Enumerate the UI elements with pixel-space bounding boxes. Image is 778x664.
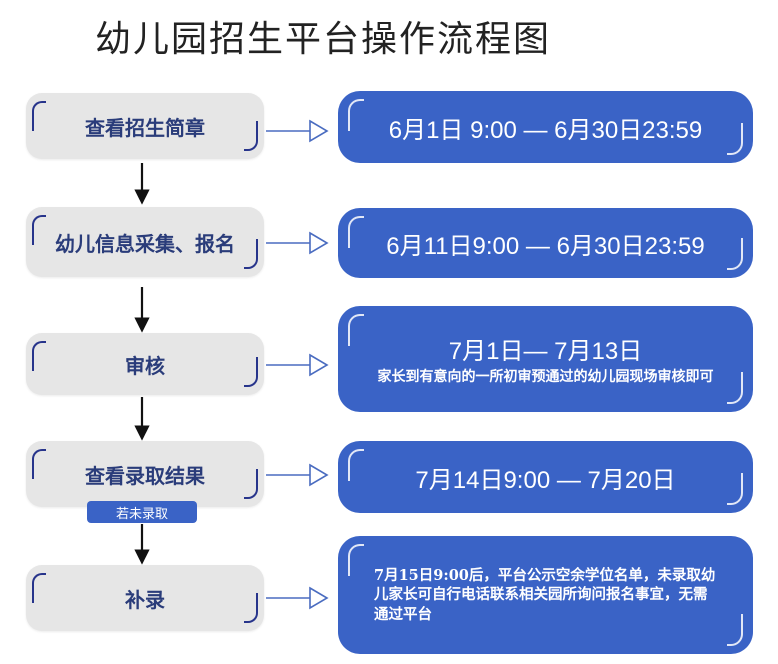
step-review[interactable]: 审核 [26, 333, 264, 395]
right-arrow-3 [266, 353, 329, 377]
bracket-decoration [348, 314, 364, 346]
bracket-decoration [348, 99, 364, 131]
time-range: 7月14日9:00 — 7月20日 [415, 466, 676, 494]
supplementary-note: 7月15日9:00后，平台公示空余学位名单，未录取幼儿家长可自行电话联系相关园所… [374, 566, 716, 623]
time-range: 6月11日9:00 — 6月30日23:59 [386, 232, 705, 260]
bracket-decoration [348, 449, 364, 481]
step-label: 补录 [125, 587, 165, 612]
right-arrow-2 [266, 231, 329, 255]
bracket-decoration [244, 239, 258, 269]
right-arrow-1 [266, 119, 329, 143]
step-view-admission-result[interactable]: 查看录取结果 [26, 441, 264, 507]
step-label: 审核 [125, 353, 165, 378]
bracket-decoration [348, 544, 364, 576]
bracket-decoration [244, 593, 258, 623]
bracket-decoration [32, 215, 46, 245]
review-note: 家长到有意向的一所初审预通过的幼儿园现场审核即可 [377, 369, 714, 386]
bracket-decoration [244, 121, 258, 151]
info-box-2: 6月11日9:00 — 6月30日23:59 [338, 208, 753, 278]
branch-label-not-admitted: 若未录取 [87, 501, 197, 523]
time-range: 7月1日— 7月13日 [448, 338, 643, 366]
page-title: 幼儿园招生平台操作流程图 [95, 19, 552, 60]
bracket-decoration [32, 573, 46, 603]
step-label: 幼儿信息采集、报名 [55, 231, 235, 256]
info-box-3: 7月1日— 7月13日 家长到有意向的一所初审预通过的幼儿园现场审核即可 [338, 306, 753, 412]
bracket-decoration [32, 449, 46, 479]
bracket-decoration [727, 123, 743, 155]
bracket-decoration [727, 473, 743, 505]
info-box-1: 6月1日 9:00 — 6月30日23:59 [338, 91, 753, 163]
info-box-4: 7月14日9:00 — 7月20日 [338, 441, 753, 513]
bracket-decoration [244, 469, 258, 499]
bracket-decoration [32, 341, 46, 371]
bracket-decoration [32, 101, 46, 131]
bracket-decoration [727, 614, 743, 646]
bracket-decoration [727, 238, 743, 270]
bracket-decoration [244, 357, 258, 387]
step-label: 查看录取结果 [85, 463, 205, 488]
step-info-collection-registration[interactable]: 幼儿信息采集、报名 [26, 207, 264, 277]
bracket-decoration [727, 372, 743, 404]
right-arrow-5 [266, 586, 329, 610]
bracket-decoration [348, 216, 364, 248]
info-box-5: 7月15日9:00后，平台公示空余学位名单，未录取幼儿家长可自行电话联系相关园所… [338, 536, 753, 654]
step-label: 查看招生简章 [85, 115, 205, 140]
right-arrow-4 [266, 463, 329, 487]
time-range: 6月1日 9:00 — 6月30日23:59 [388, 116, 703, 144]
step-supplementary-admission[interactable]: 补录 [26, 565, 264, 631]
step-view-admission-guide[interactable]: 查看招生简章 [26, 93, 264, 159]
